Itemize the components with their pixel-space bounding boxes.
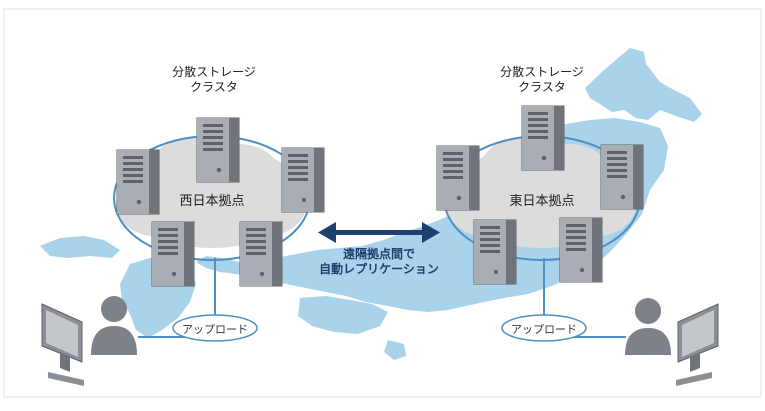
diagram-frame <box>3 8 762 398</box>
server-icon <box>559 217 603 283</box>
server-icon <box>600 144 644 210</box>
west-cluster-label: 分散ストレージ クラスタ <box>144 65 284 95</box>
east-monitor-icon <box>676 303 719 386</box>
server-icon <box>281 147 325 213</box>
east-cluster-line1: 分散ストレージ <box>500 65 584 79</box>
west-site-label: 西日本拠点 <box>179 194 245 209</box>
map-shikoku <box>298 296 388 334</box>
replication-line1: 遠隔拠点間で <box>342 247 415 261</box>
server-icon <box>239 221 283 287</box>
server-icon <box>521 105 565 171</box>
west-monitor-icon <box>41 303 84 386</box>
west-upload-label: アップロード <box>182 323 248 336</box>
west-cluster-line1: 分散ストレージ <box>172 65 256 79</box>
east-cluster-label: 分散ストレージ クラスタ <box>472 65 612 95</box>
map-island <box>384 340 406 360</box>
east-upload-label: アップロード <box>511 323 577 336</box>
server-icon <box>196 117 240 183</box>
double-arrow-icon <box>318 222 440 243</box>
map-west-coast <box>40 236 120 258</box>
replication-line2: 自動レプリケーション <box>319 262 439 276</box>
server-icon <box>151 221 195 287</box>
west-upload-pill <box>172 314 258 342</box>
east-upload-pill <box>501 314 587 342</box>
replication-label: 遠隔拠点間で 自動レプリケーション <box>299 247 459 277</box>
east-site-label: 東日本拠点 <box>509 194 575 209</box>
server-icon <box>116 149 160 215</box>
server-icon <box>436 145 480 211</box>
server-icon <box>473 219 517 285</box>
east-cluster-line2: クラスタ <box>518 80 566 94</box>
west-cluster-line2: クラスタ <box>190 80 238 94</box>
map-hokkaido <box>585 48 702 122</box>
east-user-icon <box>625 298 671 355</box>
west-user-icon <box>91 296 137 355</box>
